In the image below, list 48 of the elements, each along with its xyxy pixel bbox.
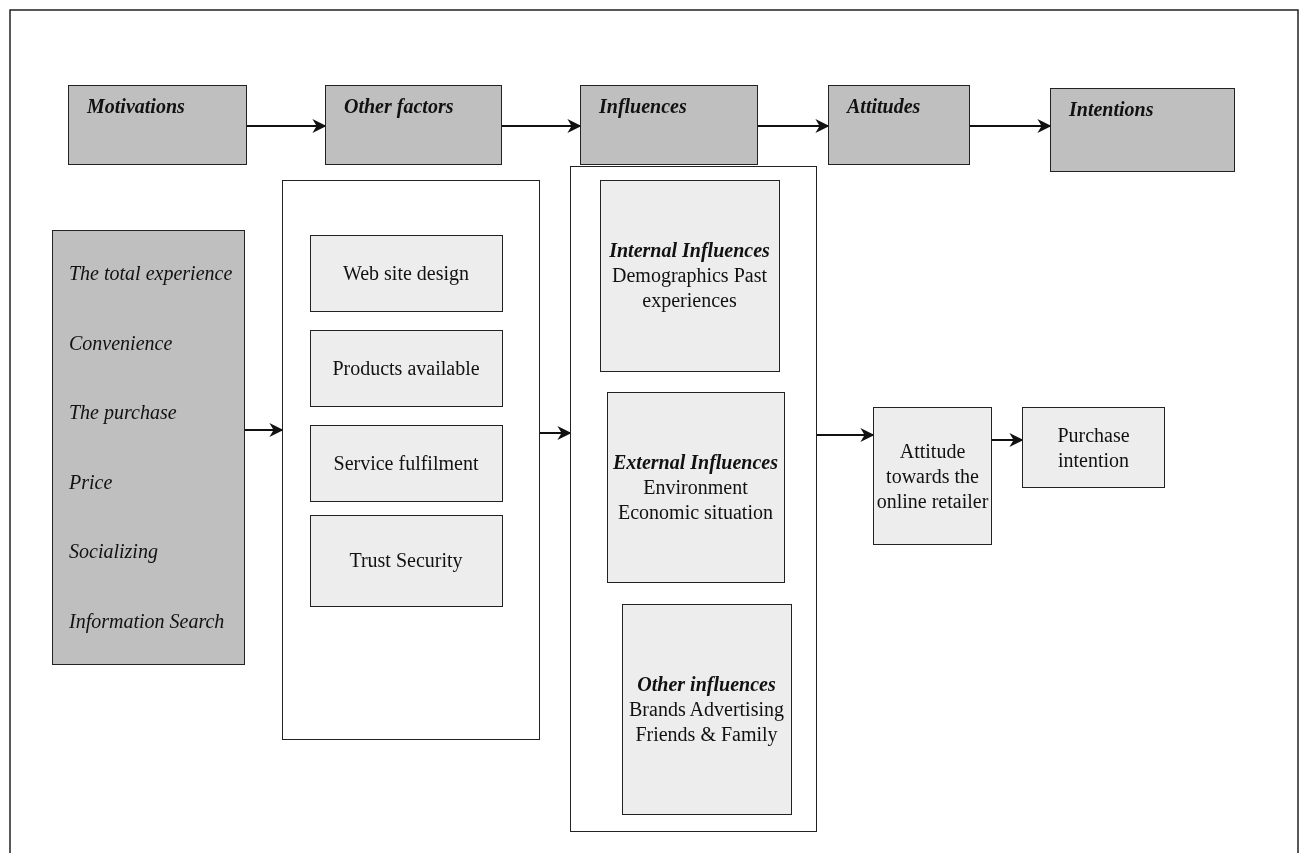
process-box (309, 234, 503, 312)
box-label: Attitudes (847, 95, 921, 117)
process-box (1050, 88, 1235, 172)
process-box (873, 407, 992, 545)
arrow (501, 119, 582, 133)
box-label: Attitude towards the online retailer (875, 438, 990, 514)
arrow (246, 119, 327, 133)
arrow (244, 423, 284, 437)
arrow (539, 426, 572, 440)
list-item: Convenience (69, 330, 174, 356)
list-item: Socializing (69, 539, 159, 565)
process-box (599, 179, 780, 372)
box-label: Trust Security (349, 548, 463, 573)
arrow (991, 433, 1024, 447)
process-box (309, 329, 503, 407)
process-box (309, 424, 503, 502)
box-label: Web site design (342, 260, 470, 286)
box-heading: Other influences (637, 671, 776, 697)
arrow (816, 428, 875, 442)
process-box (580, 85, 758, 165)
list-item: The purchase (69, 400, 178, 426)
process-box (68, 85, 247, 165)
box-label: Environment Economic situation (617, 474, 774, 525)
process-box (828, 85, 970, 165)
box-heading: External Influences (613, 449, 778, 475)
list-item: Price (69, 469, 114, 495)
arrow (969, 119, 1052, 133)
box-label: Service fulfilment (333, 450, 479, 476)
box-label: Demographics Past experiences (611, 263, 768, 313)
process-box (325, 85, 502, 165)
list-item: The total experience (69, 261, 234, 287)
arrow (757, 119, 830, 133)
process-box (621, 603, 792, 815)
box-label: Brands Advertising Friends & Family (628, 696, 785, 747)
container-box (570, 166, 817, 832)
box-label: Intentions (1069, 98, 1154, 120)
box-label: Other factors (344, 95, 454, 117)
motivations-box (52, 230, 245, 665)
box-label: Purchase intention (1056, 422, 1131, 473)
process-box (1022, 407, 1165, 488)
list-item: Information Search (69, 608, 226, 634)
box-heading: Internal Influences (609, 238, 770, 263)
box-label: Influences (599, 95, 687, 117)
process-box (309, 514, 503, 607)
box-label: Products available (332, 355, 480, 381)
box-label: Motivations (87, 95, 185, 117)
container-box (282, 180, 540, 740)
process-box (606, 391, 785, 583)
